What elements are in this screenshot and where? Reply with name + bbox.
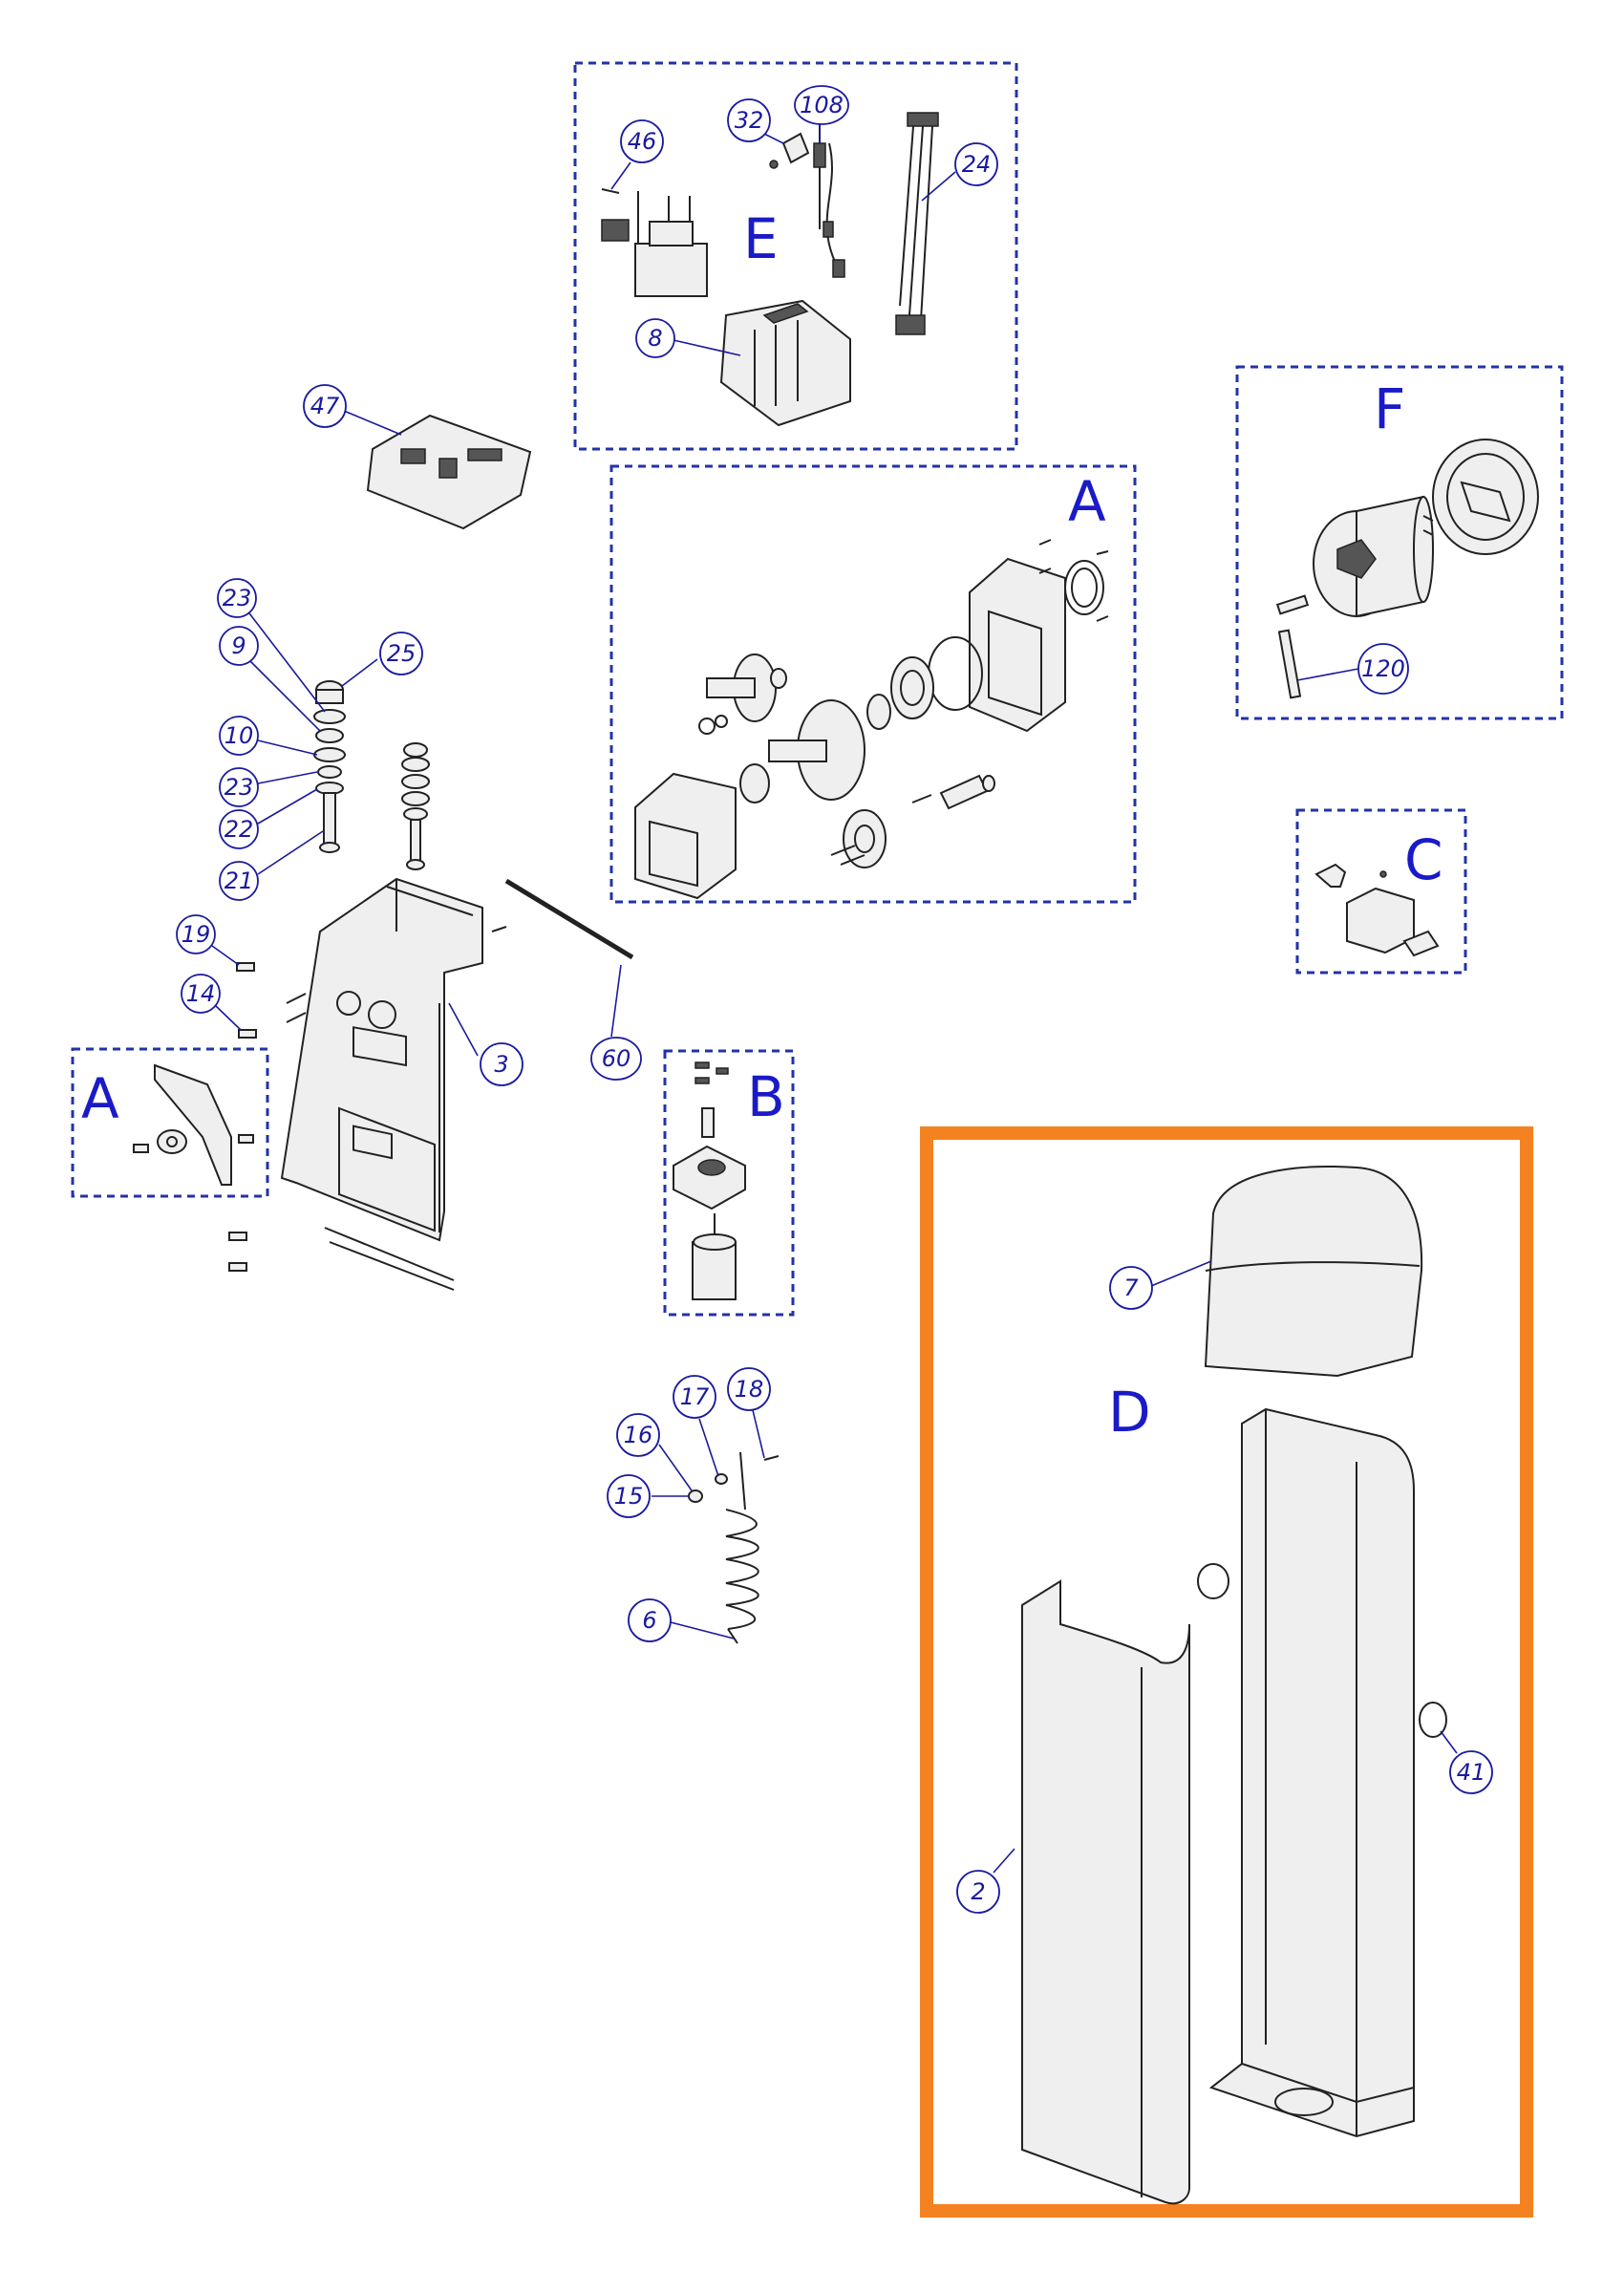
callout-2: 2 (971, 1878, 985, 1905)
group-e-box (573, 61, 1018, 451)
group-f-label: F (1374, 376, 1405, 441)
group-b-motor: B (663, 1049, 795, 1317)
connector-part (769, 132, 810, 169)
callout-23-bottom: 23 (224, 774, 254, 801)
callout-15: 15 (614, 1483, 644, 1510)
callout-8: 8 (648, 325, 662, 352)
callout-18: 18 (735, 1376, 764, 1403)
callout-25: 25 (387, 640, 417, 667)
callout-9: 9 (231, 632, 246, 659)
cable-24-part (895, 112, 939, 335)
callout-120: 120 (1361, 655, 1405, 682)
group-e: E (573, 61, 1018, 451)
front-panel-part (1021, 1579, 1190, 2205)
callout-14: 14 (186, 980, 216, 1007)
group-a-gearbox: A (609, 464, 1137, 904)
callout-17: 17 (680, 1383, 710, 1410)
left-washer-stack: 23 9 25 10 23 22 21 (217, 578, 430, 901)
callout-41: 41 (1457, 1759, 1486, 1786)
callout-60: 60 (602, 1045, 631, 1072)
callout-10: 10 (224, 722, 254, 749)
callout-24: 24 (962, 151, 992, 178)
callout-3: 3 (494, 1051, 508, 1078)
top-cover-part (1204, 1166, 1423, 1378)
group-a-left-label: A (81, 1066, 119, 1131)
group-c: C (1295, 808, 1467, 975)
group-d-label: D (1108, 1380, 1151, 1445)
callout-32: 32 (735, 107, 764, 134)
spring-group: 17 18 16 15 6 (607, 1367, 780, 1644)
group-d-cabinet: D 7 41 2 (920, 1126, 1533, 2218)
cabinet-body-part (1208, 1407, 1415, 2138)
base-plate-part: 3 (280, 877, 524, 1291)
callout-23-top: 23 (223, 585, 252, 611)
group-e-label: E (743, 206, 779, 271)
callout-16: 16 (624, 1422, 653, 1448)
group-f-box (1235, 365, 1564, 720)
callout-7: 7 (1123, 1275, 1139, 1301)
group-a-left-box (71, 1047, 269, 1198)
rod-60-part: 60 (504, 878, 642, 1081)
transformer-part (601, 188, 708, 297)
group-b-box (663, 1049, 795, 1317)
callout-21: 21 (224, 868, 254, 894)
callout-47: 47 (310, 393, 340, 419)
cable-108-part (813, 115, 845, 278)
group-b-label: B (747, 1064, 785, 1129)
group-f: F 120 (1235, 365, 1564, 720)
control-housing-part (719, 299, 851, 427)
callout-22: 22 (224, 816, 254, 843)
callout-46: 46 (628, 128, 657, 155)
group-a-left: A (71, 1047, 269, 1198)
group-d-highlight-box (920, 1126, 1533, 2218)
callout-108: 108 (800, 92, 844, 118)
screws-19-14: 19 14 (176, 914, 257, 1272)
group-a-top-box (609, 464, 1137, 904)
control-board-part: 47 (303, 384, 532, 530)
callout-6: 6 (642, 1607, 656, 1634)
group-c-box (1295, 808, 1467, 975)
group-c-label: C (1404, 827, 1443, 892)
group-a-top-label: A (1068, 469, 1106, 534)
callout-19: 19 (182, 921, 211, 948)
